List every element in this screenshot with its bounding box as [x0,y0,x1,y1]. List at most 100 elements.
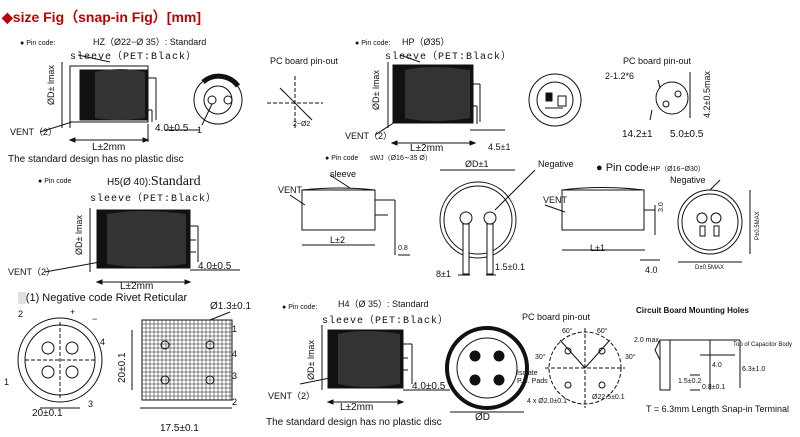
hz-pcb-pinout [267,76,323,130]
hz-note: The standard design has no plastic disc [8,154,184,165]
hp-phi-d: ØD± lmax [371,70,381,110]
grid-label-2: 2 [232,397,238,407]
hp-dim-14: 14.2±1 [622,129,653,140]
h4-isolate: Isolate [517,370,538,377]
neg-label-2: 2 [18,309,24,319]
hp2-dmax: D±0.5MAX [695,265,724,271]
negative-code-heading: ▒(1) Negative code Rivet Reticular [18,293,187,304]
negative-code-figure [17,317,103,409]
h4-spec: H4（Ø 35）: Standard [338,299,429,309]
h5-spec-small: H5(Ø 40): [107,177,151,188]
hz-sleeve: sleeve（PET:Black） [70,52,198,63]
swj-pin-code-label: ● Pin code [325,155,358,162]
negative-code-grid [131,311,233,409]
hp-pcb-pinout [649,72,691,121]
hp-sleeve: sleeve（PET:Black） [385,52,513,63]
hp2-negative: Negative [670,175,706,185]
h4-pcb-pinout [545,328,625,408]
h4-circle: Ø22.5±0.1 [592,394,625,401]
mounting-hole-diagram [654,339,741,391]
holes-d20: 2.0 max [634,337,659,344]
h4-pin-code: Pin code: [288,304,318,311]
hp2-spec-big: :HP [648,166,661,173]
hp2-spec-small: （Ø16~Ø30） [660,166,705,173]
hp-pin-code-label: ● Pin code: [355,40,390,47]
h5-spec: H5(Ø 40):Standard [107,175,201,189]
hz-length: L±2mm [92,142,126,153]
neg-dim-20v: 20±0.1 [117,352,128,383]
section-title: ◆size Fig（snap-in Fig）[mm] [2,10,201,24]
hp-hole-size: 2-1.2*6 [605,71,635,81]
h4-angle-4: 30° [625,354,636,361]
swj-phi-d: ØD±1 [465,159,489,169]
h5-lead-length: 4.0±0.5 [198,261,232,272]
hp-length: L±2mm [410,143,444,154]
h5-phi-d: ØD± lmax [74,215,84,255]
hp-capacitor-body [374,54,505,146]
neg-minus: − [92,314,98,324]
bullet-icon: ● [282,304,289,311]
h4-lead-length: 4.0±0.5 [412,381,446,392]
hp-pc-board-label: PC board pin-out [623,56,692,66]
hp-pin-code: Pin code: [361,40,391,47]
swj-vent: VENT [278,185,303,195]
bullet-icon: ● [38,178,45,185]
hp2-capacitor-body [544,187,660,261]
h4-vent: VENT（2） [268,391,316,401]
hz-pin-code: Pin code: [26,40,56,47]
h4-capacitor-body [299,325,450,405]
hp2-pmax: P±0.5MAX [755,211,761,240]
holes-top: Top of Capacitor Body [733,342,793,348]
holes-d15: 1.5±0.2 [678,378,702,385]
swj-pin-code: Pin code [331,155,359,162]
swj-top-view [439,169,536,276]
neg-label-3: 3 [88,399,94,409]
swj-spec: sWJ（Ø16∼35 Ø） [370,155,432,162]
diamond-icon: ◆ [2,9,13,25]
hp2-pin-code-label: ● Pin code:HP（Ø16~Ø30） [596,163,705,174]
hz-vent: VENT（2） [10,127,58,137]
bullet-icon: ● [20,40,27,47]
neg-dim-175: 17.5±0.1 [160,423,199,434]
h4-sleeve: sleeve（PET:Black） [322,316,450,327]
h5-pin-code: Pin code [44,178,72,185]
mounting-holes-heading: Circuit Board Mounting Holes [636,306,749,315]
hp2-d30: 3.0 [658,202,665,212]
grid-label-1: 1 [232,324,238,334]
neg-plus: + [70,307,76,317]
hp-dim-5: 5.0±0.5 [670,129,704,140]
h4-pc-pads: P.C. Pads [517,378,548,385]
grid-label-3: 3 [232,371,238,381]
holes-note: T = 6.3mm Length Snap-in Terminal [646,404,789,414]
h4-note: The standard design has no plastic disc [266,417,442,428]
hatch-icon: ▒ [18,292,26,304]
hp2-d40: 4.0 [645,265,658,275]
swj-d15: 1.5±0.1 [495,262,525,272]
hz-pin-number: 1 [197,125,203,135]
grid-label-4: 4 [232,349,238,359]
h4-holes: 4 x Ø2.0±0.1 [527,398,568,405]
h4-angle-1: 60° [562,328,573,335]
neg-dim-20: 20±0.1 [32,408,63,419]
hz-capacitor-body [39,54,200,143]
h5-vent: VENT（2） [8,267,56,277]
bullet-icon: ● [325,155,332,162]
hz-lead-length: 4.0±0.5 [155,123,189,134]
hp-top-view [528,73,582,127]
hz-pitch: 2−Ø2 [293,121,311,128]
title-text: size Fig（snap-in Fig）[mm] [12,9,202,25]
swj-sleeve: sleeve [330,169,357,179]
swj-length: L±2 [330,235,345,245]
hz-pc-board-label: PC board pin-out [270,56,339,66]
holes-d08: 0.8±0.1 [702,384,726,391]
h4-phi-d: ØD± lmax [306,340,316,380]
neg-label-1: 1 [4,377,10,387]
h4-phi-d-bottom: ØD [475,412,490,423]
bullet-icon: ● [355,40,362,47]
h5-pin-code-label: ● Pin code [38,178,71,185]
swj-d8: 8±1 [436,269,451,279]
hp2-vent: VENT [543,195,568,205]
hp2-length: L±1 [590,243,605,253]
h5-length: L±2mm [120,281,154,292]
